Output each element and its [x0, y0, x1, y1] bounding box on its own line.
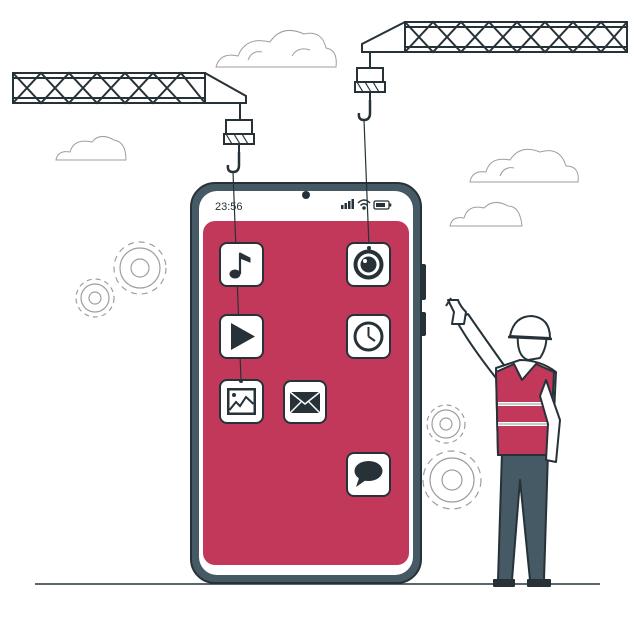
gallery-icon	[227, 388, 256, 415]
worker-hand	[447, 299, 467, 325]
cloud-left	[55, 136, 127, 161]
mail-icon	[289, 391, 321, 414]
app-tile-clock[interactable]	[346, 314, 391, 359]
hard-hat	[509, 315, 551, 339]
camera-icon	[353, 249, 384, 280]
cloud-right-1	[469, 148, 579, 183]
gear-icon	[75, 278, 115, 318]
chat-icon	[354, 461, 383, 487]
app-tile-mail[interactable]	[283, 380, 327, 424]
gear-icon	[426, 404, 466, 444]
app-tile-gallery[interactable]	[219, 379, 264, 424]
signal-icon	[341, 199, 354, 209]
safety-vest	[495, 363, 555, 456]
clock-icon	[353, 321, 384, 352]
worker-boots	[493, 579, 551, 587]
crane-right	[354, 20, 628, 122]
app-tile-video[interactable]	[219, 314, 264, 359]
gear-icon	[113, 241, 167, 295]
crane-left	[12, 71, 255, 174]
construction-worker	[445, 297, 561, 587]
app-tile-messages[interactable]	[346, 452, 391, 497]
worker-lower-arm	[539, 379, 561, 463]
battery-icon	[373, 200, 392, 210]
front-camera	[302, 191, 310, 199]
play-icon	[231, 323, 255, 350]
music-icon	[229, 252, 251, 279]
gear-icon	[422, 450, 482, 510]
app-tile-camera[interactable]	[346, 242, 391, 287]
app-tile-music[interactable]	[219, 242, 264, 287]
cloud-right-2	[449, 202, 523, 227]
worker-legs	[497, 451, 549, 581]
status-time: 23:56	[215, 201, 243, 213]
crane-cable-right	[363, 119, 370, 248]
cloud-top	[215, 29, 337, 68]
